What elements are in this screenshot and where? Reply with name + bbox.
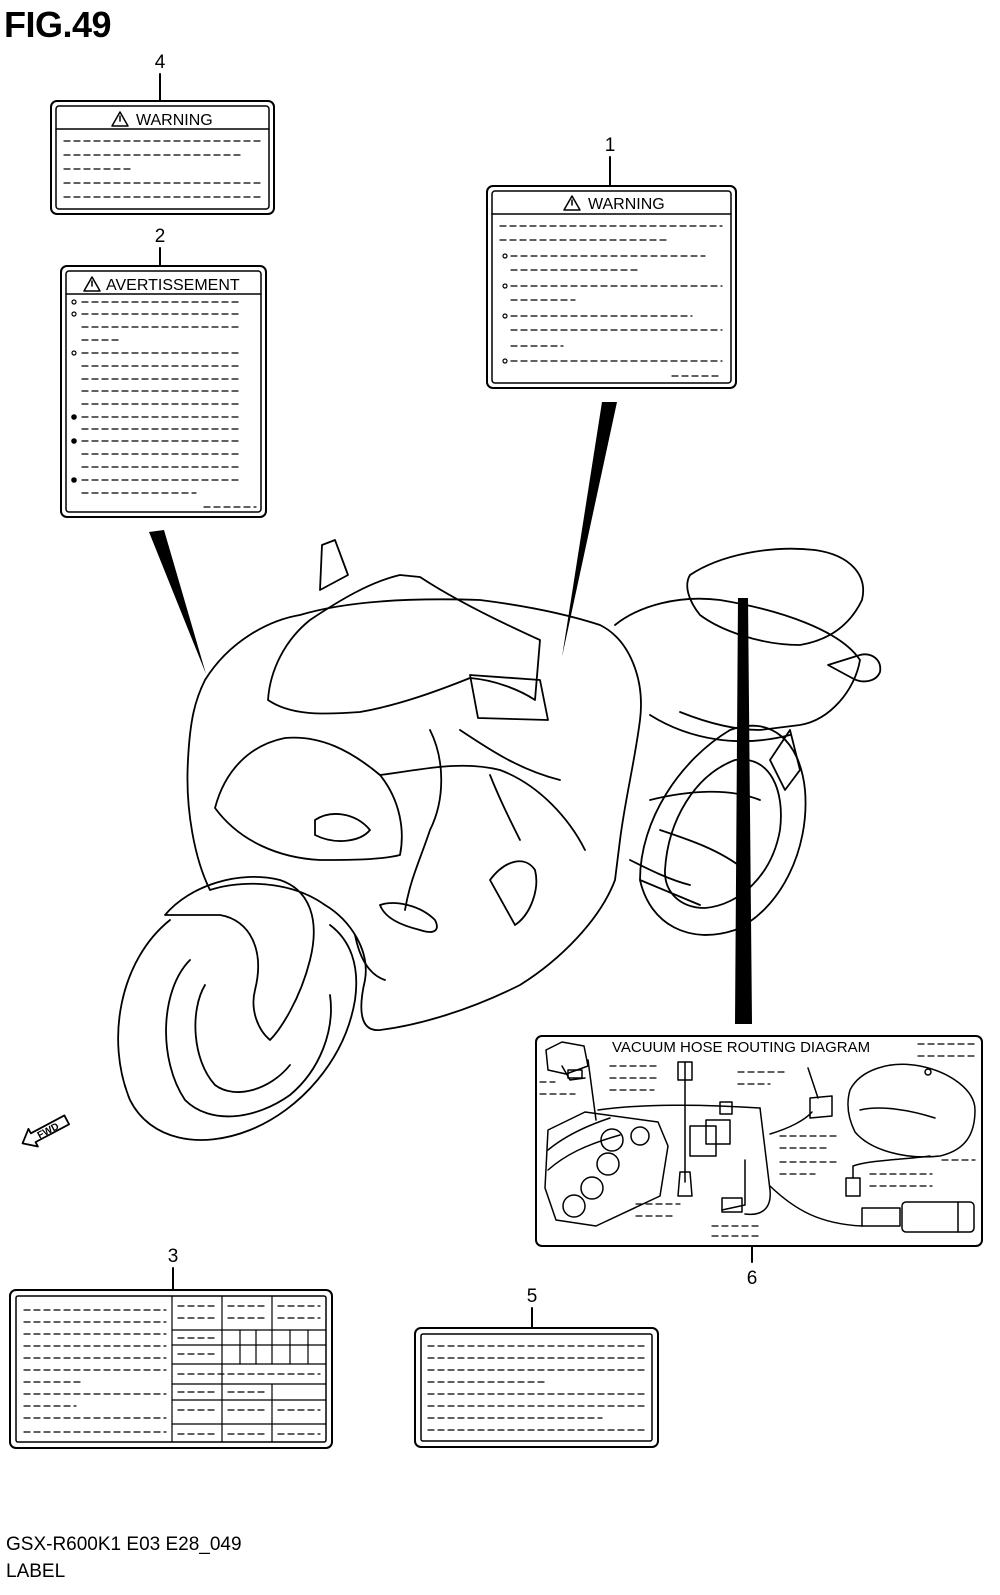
- vacuum-hose-schematic: [544, 1041, 976, 1233]
- label-5-text-lines: [427, 1345, 645, 1431]
- model-code: GSX-R600K1 E03 E28_049: [6, 1534, 242, 1555]
- label-2-heading: AVERTISSEMENT: [106, 277, 240, 294]
- forward-direction-marker: FWD: [21, 1114, 70, 1148]
- callout-5: 5: [527, 1286, 538, 1307]
- label-5: 5: [414, 1286, 659, 1448]
- label-4-warning: 4 WARNING: [50, 52, 275, 215]
- figure-title: FIG.49: [4, 4, 112, 45]
- callout-6: 6: [747, 1268, 758, 1289]
- fwd-text: FWD: [36, 1121, 61, 1141]
- label-1-heading: WARNING: [588, 196, 665, 213]
- label-6-heading: VACUUM HOSE ROUTING DIAGRAM: [612, 1039, 870, 1056]
- callout-1: 1: [605, 135, 616, 156]
- callout-2: 2: [155, 226, 166, 247]
- pointer-label-2: [149, 530, 206, 674]
- label-2-text-lines: [81, 301, 257, 508]
- callout-4: 4: [155, 52, 166, 73]
- callout-3: 3: [168, 1246, 179, 1267]
- label-4-heading: WARNING: [136, 112, 213, 129]
- motorcycle-illustration: [117, 539, 882, 1141]
- pointer-label-6: [735, 598, 752, 1024]
- warning-triangle-icon: [111, 111, 129, 127]
- label-2-avertissement: 2 AVERTISSEMENT: [60, 226, 267, 518]
- pointer-label-1: [562, 402, 617, 657]
- section-name: LABEL: [6, 1561, 66, 1582]
- label-4-text-lines: [63, 140, 263, 198]
- warning-triangle-icon: [83, 276, 101, 292]
- label-3-text-lines: [23, 1305, 321, 1435]
- label-6-vacuum-hose-routing: VACUUM HOSE ROUTING DIAGRAM 6: [535, 1035, 983, 1289]
- leader-pointers: [149, 402, 752, 1024]
- warning-triangle-icon: [563, 195, 581, 211]
- label-1-warning: 1 WARNING: [486, 135, 737, 389]
- label-3-spec-table: 3: [9, 1246, 333, 1449]
- forward-arrow-icon: [21, 1114, 70, 1148]
- label-6-text-lines: [539, 1043, 976, 1237]
- label-1-text-lines: [499, 225, 723, 377]
